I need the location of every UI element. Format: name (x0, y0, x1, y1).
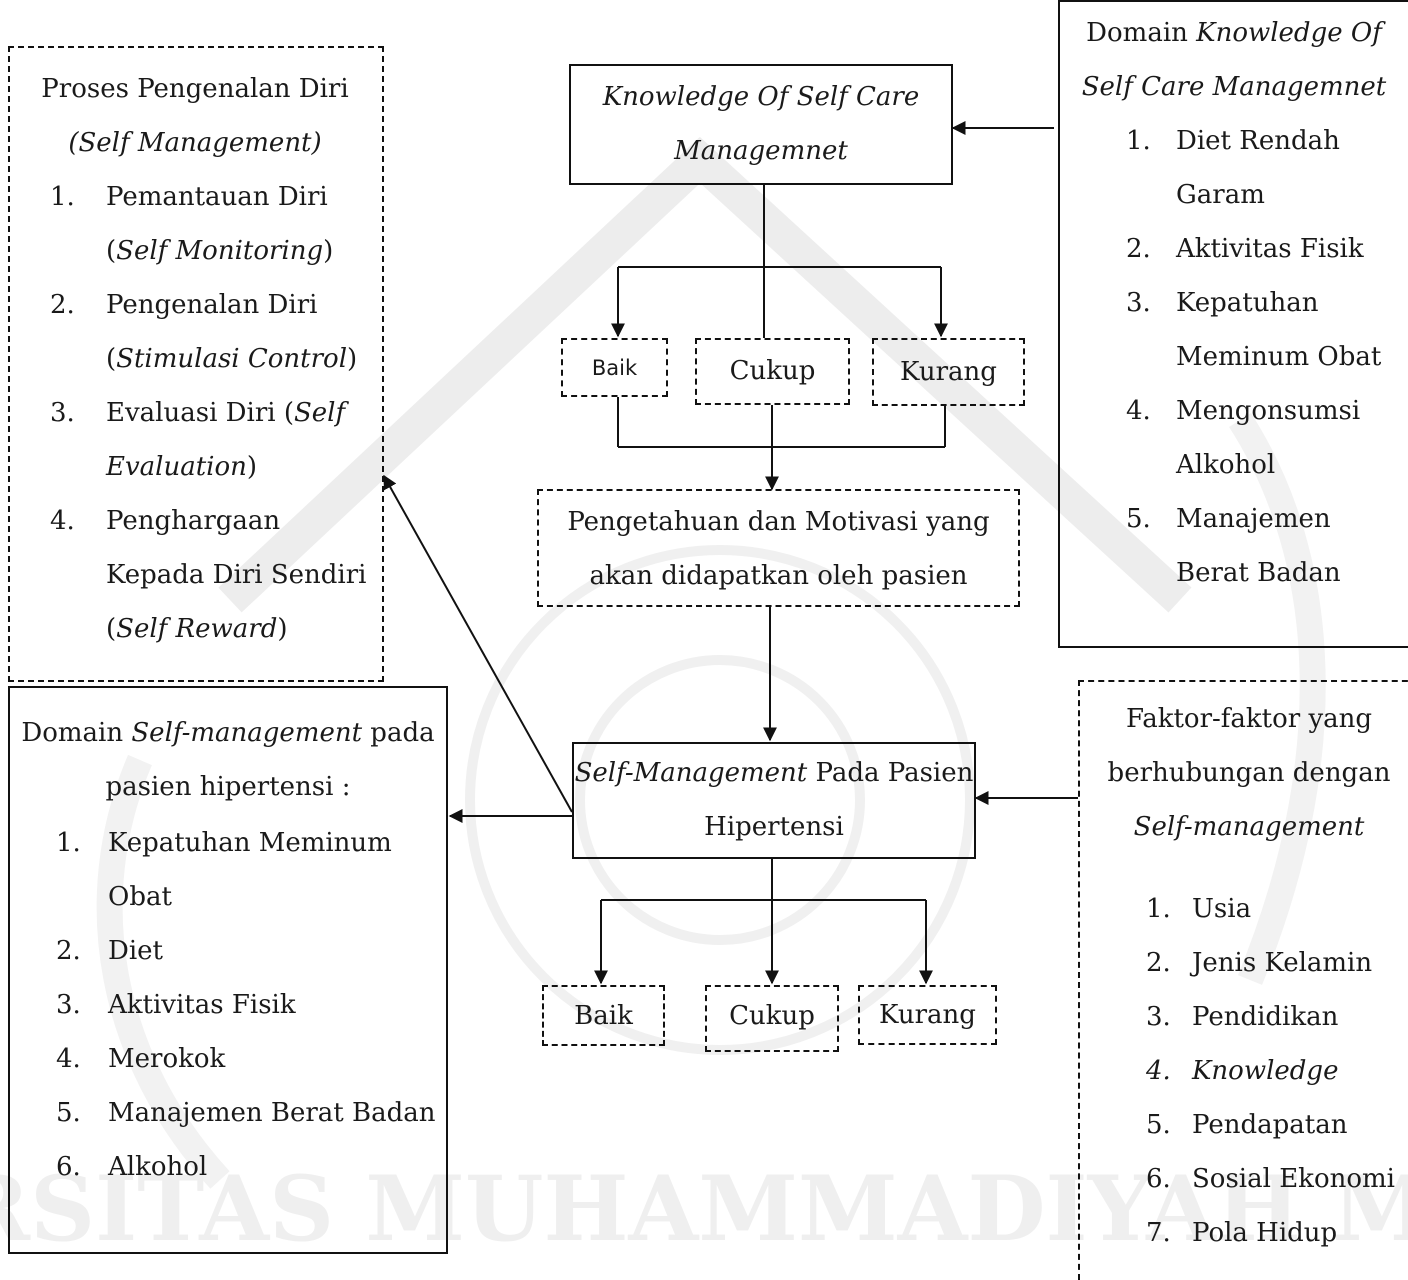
list-item: 5. Manajemen Berat Badan (1126, 504, 1341, 588)
list-item: 3. Aktivitas Fisik (56, 990, 296, 1020)
list-item: 4.Knowledge (1146, 1056, 1339, 1086)
self-management-box: Self-Management Pada Pasien Hipertensi (572, 742, 976, 859)
watermark-text: UNIVERSITAS MUHAMMADIYAH MALANG (0, 1156, 1408, 1260)
domain-knowledge-list: 1. Diet Rendah Garam 2. Aktivitas Fisik … (1126, 114, 1408, 600)
list-item: 3. Kepatuhan Meminum Obat (1126, 288, 1382, 372)
list-item: 2. Aktivitas Fisik (1126, 234, 1364, 264)
list-item: 3. Evaluasi Diri (Self Evaluation) (50, 398, 346, 482)
domain-self-management-list: 1. Kepatuhan Meminum Obat 2. Diet 3. Akt… (56, 816, 446, 1194)
list-item: 1. Kepatuhan Meminum Obat (56, 828, 392, 912)
faktor-list: 1.Usia 2.Jenis Kelamin 3.Pendidikan 4.Kn… (1146, 882, 1408, 1260)
knowledge-level-cukup: Cukup (695, 338, 850, 405)
list-item: 5. Manajemen Berat Badan (56, 1098, 436, 1128)
list-item: 2. Pengenalan Diri (Stimulasi Control) (50, 290, 358, 374)
list-item: 1. Diet Rendah Garam (1126, 126, 1340, 210)
sm-level-kurang: Kurang (858, 985, 997, 1045)
list-item: 7.Pola Hidup (1146, 1218, 1338, 1248)
proses-title: Proses Pengenalan Diri (41, 74, 349, 104)
list-item: 2.Jenis Kelamin (1146, 948, 1373, 978)
knowledge-box: Knowledge Of Self Care Managemnet (569, 64, 953, 185)
list-item: 2. Diet (56, 936, 163, 966)
list-item: 5.Pendapatan (1146, 1110, 1348, 1140)
knowledge-level-baik: Baik (561, 338, 668, 397)
list-item: 1.Usia (1146, 894, 1252, 924)
list-item: 1. Pemantauan Diri (Self Monitoring) (50, 182, 334, 266)
list-item: 4. Merokok (56, 1044, 226, 1074)
knowledge-level-kurang: Kurang (872, 338, 1025, 406)
proses-list: 1. Pemantauan Diri (Self Monitoring) 2. … (50, 170, 370, 656)
faktor-box: Faktor-faktor yang berhubungan dengan Se… (1078, 680, 1408, 1280)
domain-self-management-box: Domain Self-management pada pasien hiper… (8, 686, 448, 1254)
domain-knowledge-box: Domain Knowledge Of Self Care Managemnet… (1058, 0, 1408, 648)
list-item: 4. Mengonsumsi Alkohol (1126, 396, 1361, 480)
sm-level-baik: Baik (542, 985, 665, 1046)
list-item: 3.Pendidikan (1146, 1002, 1339, 1032)
proses-subtitle: (Self Management) (68, 128, 322, 158)
list-item: 6. Alkohol (56, 1152, 208, 1182)
list-item: 6.Sosial Ekonomi (1146, 1164, 1395, 1194)
motivasi-box: Pengetahuan dan Motivasi yang akan didap… (537, 489, 1020, 607)
list-item: 4. Penghargaan Kepada Diri Sendiri (Self… (50, 506, 367, 644)
proses-pengenalan-box: Proses Pengenalan Diri (Self Management)… (8, 46, 384, 682)
sm-level-cukup: Cukup (705, 985, 839, 1052)
